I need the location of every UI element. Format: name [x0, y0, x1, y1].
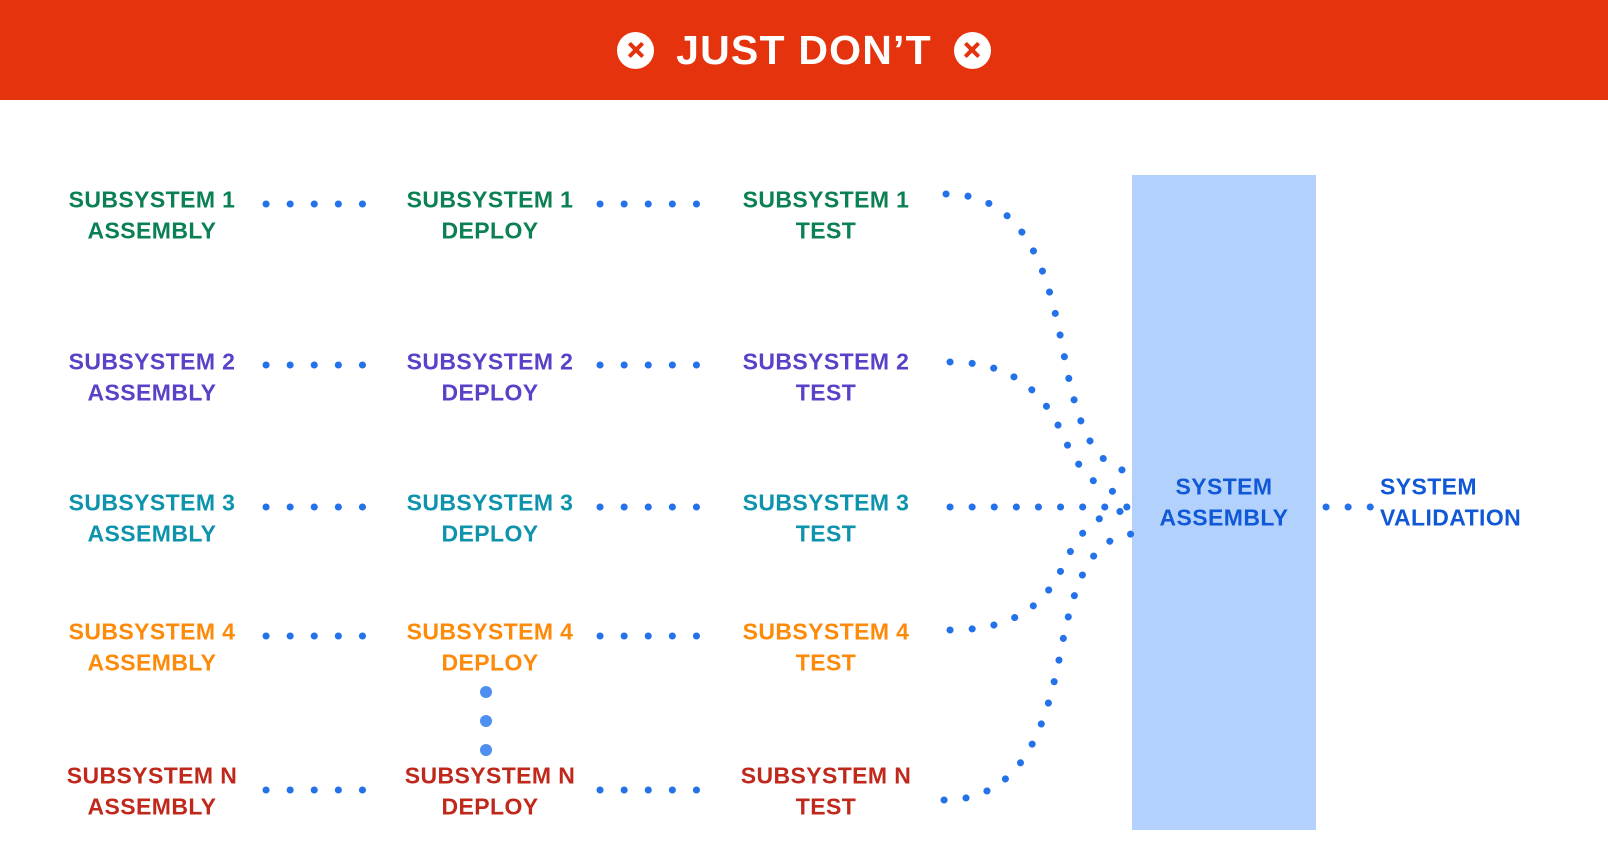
node-subsystem-1-assembly[interactable]: SUBSYSTEM 1 ASSEMBLY [68, 186, 236, 243]
node-subsystem-4-assembly[interactable]: SUBSYSTEM 4 ASSEMBLY [68, 618, 236, 675]
pipeline-diagram: SUBSYSTEM 1 ASSEMBLY SUBSYSTEM 1 DEPLOY … [0, 100, 1608, 846]
node-system-assembly[interactable]: SYSTEM ASSEMBLY [1159, 473, 1289, 530]
node-subsystem-3-deploy[interactable]: SUBSYSTEM 3 DEPLOY [406, 489, 574, 546]
connector-r4-test-system [946, 506, 1136, 634]
node-subsystem-4-test[interactable]: SUBSYSTEM 4 TEST [742, 618, 910, 675]
node-subsystem-3-test[interactable]: SUBSYSTEM 3 TEST [742, 489, 910, 546]
banner-title: JUST DON’T [676, 26, 932, 73]
node-subsystem-2-assembly[interactable]: SUBSYSTEM 2 ASSEMBLY [68, 348, 236, 405]
node-subsystem-n-deploy[interactable]: SUBSYSTEM N DEPLOY [404, 762, 576, 819]
circle-x-icon-left [617, 31, 655, 69]
node-subsystem-1-test[interactable]: SUBSYSTEM 1 TEST [742, 186, 910, 243]
system-assembly-box [1132, 175, 1316, 830]
circle-x-icon-right [953, 31, 991, 69]
node-subsystem-2-test[interactable]: SUBSYSTEM 2 TEST [742, 348, 910, 405]
vertical-ellipsis-icon [480, 686, 492, 756]
node-subsystem-n-test[interactable]: SUBSYSTEM N TEST [740, 762, 912, 819]
node-subsystem-4-deploy[interactable]: SUBSYSTEM 4 DEPLOY [406, 618, 574, 675]
node-system-validation[interactable]: SYSTEM VALIDATION [1380, 473, 1522, 530]
node-subsystem-n-assembly[interactable]: SUBSYSTEM N ASSEMBLY [66, 762, 238, 819]
connector-r1-test-system [942, 190, 1136, 476]
connector-r2-test-system [946, 358, 1136, 498]
node-subsystem-1-deploy[interactable]: SUBSYSTEM 1 DEPLOY [406, 186, 574, 243]
node-subsystem-3-assembly[interactable]: SUBSYSTEM 3 ASSEMBLY [68, 489, 236, 546]
banner: JUST DON’T [0, 0, 1608, 100]
connector-rn-test-system [940, 530, 1136, 804]
node-subsystem-2-deploy[interactable]: SUBSYSTEM 2 DEPLOY [406, 348, 574, 405]
